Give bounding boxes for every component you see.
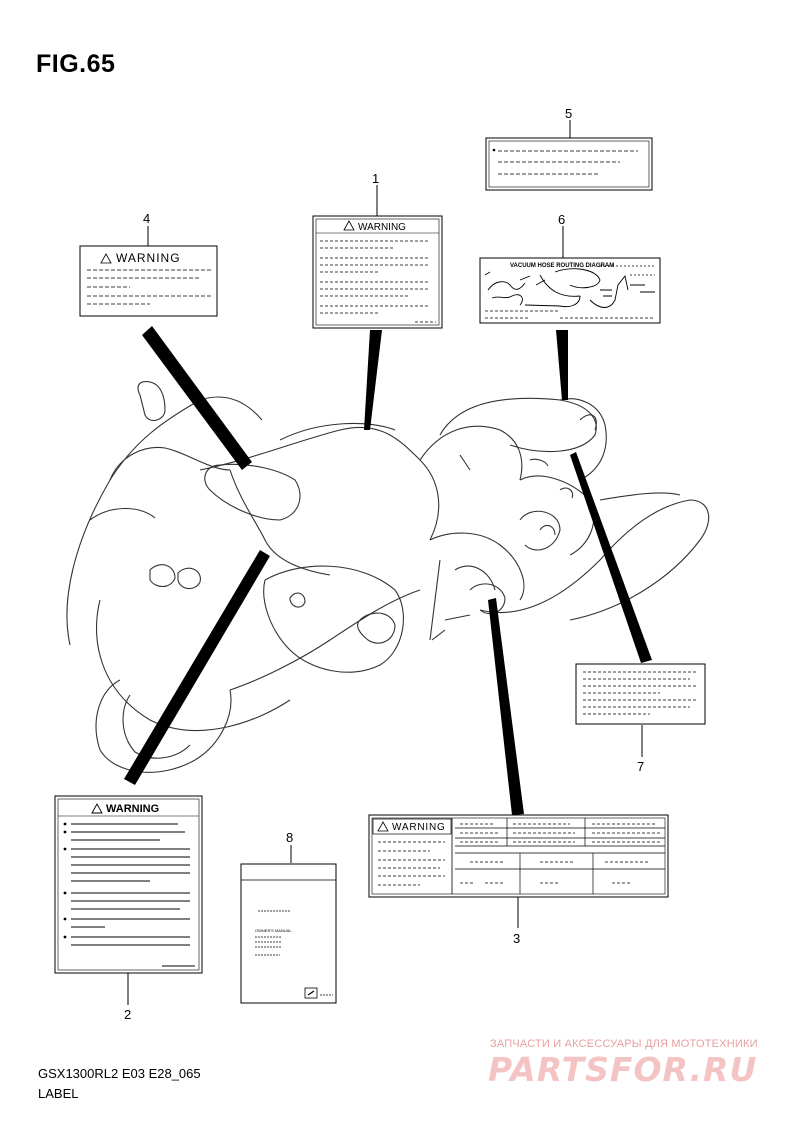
callout-7: 7 bbox=[637, 759, 644, 774]
callout-8: 8 bbox=[286, 830, 293, 845]
callout-2: 2 bbox=[124, 1007, 131, 1022]
warning-triangle-icon bbox=[91, 803, 103, 814]
leader-label-7 bbox=[570, 452, 652, 663]
callout-1: 1 bbox=[372, 171, 379, 186]
label-7 bbox=[575, 663, 706, 725]
leader-label-2 bbox=[124, 550, 270, 785]
leader-label-4 bbox=[142, 326, 252, 470]
leader-lines bbox=[124, 326, 652, 815]
label-6: VACUUM HOSE ROUTING DIAGRAM bbox=[479, 257, 661, 324]
leader-label-1 bbox=[364, 330, 382, 430]
model-code: GSX1300RL2 E03 E28_065 bbox=[38, 1066, 201, 1081]
label-3-heading: WARNING bbox=[392, 822, 446, 833]
hose-routing-sketch bbox=[484, 268, 655, 308]
warning-triangle-icon bbox=[100, 253, 112, 264]
callouts bbox=[127, 120, 643, 1005]
label-1-heading: WARNING bbox=[358, 222, 406, 233]
label-4: WARNING bbox=[79, 245, 218, 317]
leader-label-3 bbox=[488, 598, 524, 815]
watermark-logo: PARTSFOR.RU bbox=[488, 1050, 758, 1089]
label-8-heading: OWNER'S MANUAL bbox=[255, 928, 292, 933]
label-5 bbox=[485, 137, 653, 191]
warning-triangle-icon bbox=[377, 821, 389, 832]
figure-caption: LABEL bbox=[38, 1086, 79, 1101]
warning-triangle-icon bbox=[343, 220, 355, 231]
label-3: WARNING bbox=[368, 814, 669, 898]
label-4-heading: WARNING bbox=[116, 251, 181, 265]
label-2: WARNING bbox=[54, 795, 203, 974]
label-1: WARNING bbox=[312, 215, 443, 329]
label-6-heading: VACUUM HOSE ROUTING DIAGRAM bbox=[510, 263, 614, 269]
callout-5: 5 bbox=[565, 106, 572, 121]
figure-title: FIG.65 bbox=[36, 50, 116, 78]
watermark-subtitle: ЗАПЧАСТИ И АКСЕССУАРЫ ДЛЯ МОТОТЕХНИКИ bbox=[490, 1038, 758, 1050]
brand-logo-icon bbox=[304, 987, 318, 999]
motorcycle-outline bbox=[66, 381, 710, 773]
callout-6: 6 bbox=[558, 212, 565, 227]
label-8: OWNER'S MANUAL bbox=[240, 863, 337, 1004]
callout-4: 4 bbox=[143, 211, 150, 226]
label-2-heading: WARNING bbox=[106, 803, 159, 815]
callout-3: 3 bbox=[513, 931, 520, 946]
leader-label-6 bbox=[556, 330, 568, 400]
